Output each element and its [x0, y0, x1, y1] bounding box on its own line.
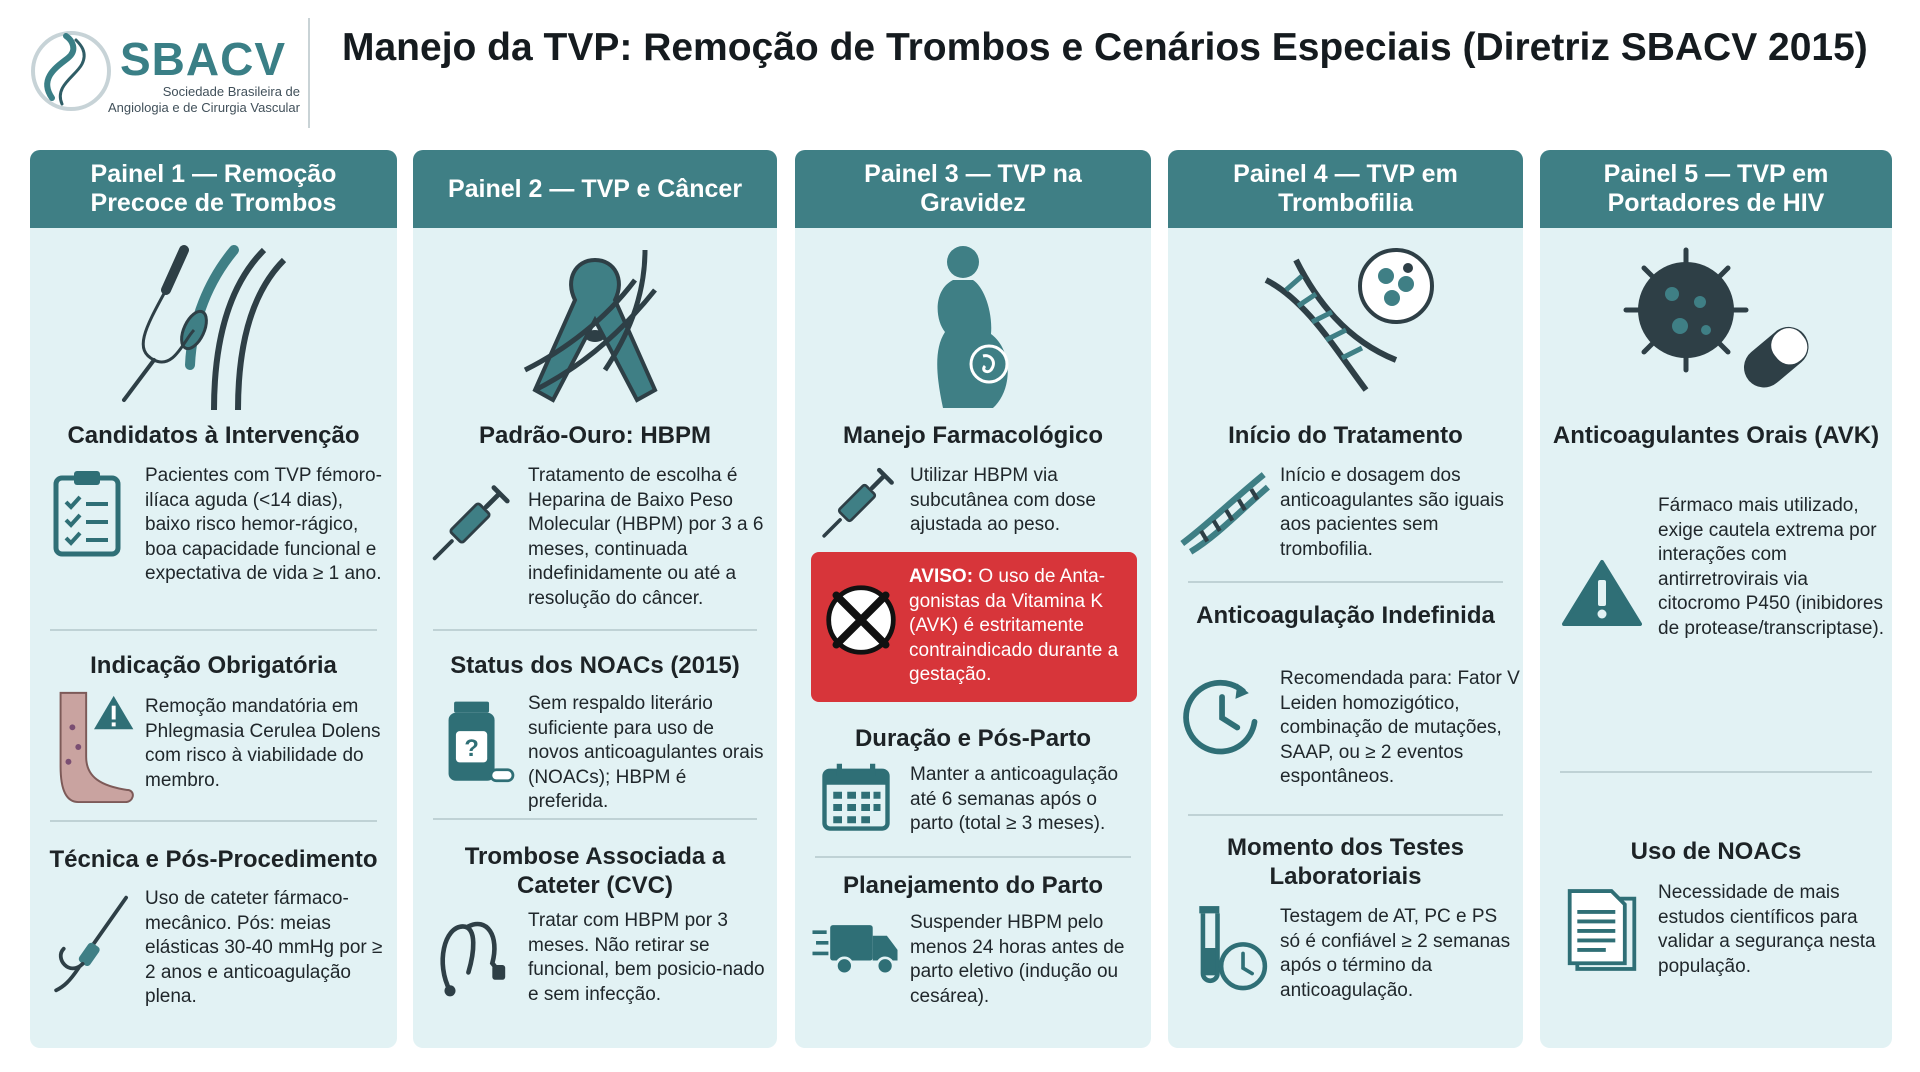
logo-subtitle-line-1: Sociedade Brasileira de — [162, 84, 300, 99]
section-title: Trombose Associada a Cateter (CVC) — [464, 843, 726, 899]
delivery-truck-icon — [812, 925, 898, 976]
section-text: Tratar com HBPM por 3 meses. Não retirar… — [528, 910, 765, 1005]
section-title: Status dos NOACs (2015) — [450, 652, 740, 679]
section-title: Duração e Pós-Parto — [854, 725, 1092, 752]
virus-pill-icon — [1623, 247, 1809, 388]
warning-text: AVISO: O uso de Anta-gonistas da Vitamin… — [909, 565, 1129, 688]
section-text: Remoção mandatória em Phlegmasia Cerulea… — [145, 696, 381, 791]
panel-4-header: Painel 4 — TVP em Trombofilia — [1168, 150, 1523, 228]
warning-label: AVISO: — [909, 566, 974, 587]
cancer-ribbon-icon — [523, 249, 658, 403]
central-catheter-icon — [440, 921, 506, 997]
panel-5: Painel 5 — TVP em Portadores de HIV Anti… — [1540, 150, 1892, 1048]
clipboard-checklist-icon — [53, 471, 121, 557]
logo-subtitle: Sociedade Brasileira de Angiologia e de … — [80, 84, 300, 116]
section-title: Planejamento do Parto — [842, 872, 1104, 899]
section-title: Padrão-Ouro: HBPM — [478, 422, 711, 449]
leg-warning-icon — [59, 691, 134, 804]
section-text: Fármaco mais utilizado, exige cautela ex… — [1658, 495, 1885, 639]
section-title: Início do Tratamento — [1228, 422, 1463, 449]
section-text: Manter a anticoagulação até 6 semanas ap… — [910, 764, 1119, 834]
sbacv-logo: SBACV Sociedade Brasileira de Angiologia… — [28, 22, 300, 122]
section-title: Anticoagulantes Orais (AVK) — [1552, 422, 1880, 449]
section-text: Suspender HBPM pelo menos 24 horas antes… — [910, 912, 1125, 1007]
warning-body: O uso de Anta-gonistas da Vitamina K (AV… — [909, 566, 1119, 685]
section-title: Candidatos à Intervenção — [67, 422, 360, 449]
section-divider — [1188, 581, 1503, 583]
section-text: Tratamento de escolha é Heparina de Baix… — [528, 465, 764, 609]
prohibited-icon — [826, 585, 896, 655]
warning-triangle-icon — [1562, 560, 1642, 626]
section-divider — [1188, 814, 1503, 816]
sbacv-logo-mark-icon — [31, 31, 111, 111]
test-tube-clock-icon — [1199, 906, 1268, 991]
section-text: Necessidade de mais estudos científicos … — [1658, 882, 1876, 977]
section-title: Técnica e Pós-Procedimento — [49, 846, 378, 873]
section-divider — [815, 856, 1131, 858]
syringe-icon — [432, 485, 510, 561]
panel-3: Painel 3 — TVP na Gravidez Manejo Farmac… — [795, 150, 1151, 1048]
panel-4: Painel 4 — TVP em Trombofilia Início do … — [1168, 150, 1523, 1048]
panel-1: Painel 1 — Remoção Precoce de Trombos Ca… — [30, 150, 397, 1048]
section-divider — [1560, 771, 1872, 773]
dna-cells-icon — [1264, 248, 1434, 392]
section-divider — [50, 820, 377, 822]
section-text: Recomendada para: Fator V Leiden homozig… — [1280, 668, 1520, 787]
section-text: Início e dosagem dos anticoagulantes são… — [1280, 465, 1504, 560]
document-icon — [1567, 889, 1637, 971]
section-title: Uso de NOACs — [1630, 838, 1802, 865]
logo-subtitle-line-2: Angiologia e de Cirurgia Vascular — [108, 100, 300, 115]
section-text: Utilizar HBPM via subcutânea com dose aj… — [910, 465, 1096, 535]
clock-refresh-icon — [1183, 679, 1258, 755]
panel-2-header: Painel 2 — TVP e Câncer — [413, 150, 777, 228]
section-divider — [433, 629, 757, 631]
section-title: Indicação Obrigatória — [90, 652, 337, 679]
warning-box: AVISO: O uso de Anta-gonistas da Vitamin… — [811, 552, 1137, 702]
section-title: Manejo Farmacológico — [842, 422, 1104, 449]
svg-text:?: ? — [464, 735, 479, 762]
panel-3-header: Painel 3 — TVP na Gravidez — [795, 150, 1151, 228]
section-divider — [433, 818, 757, 820]
section-divider — [50, 629, 377, 631]
section-text: Testagem de AT, PC e PS só é confiável ≥… — [1280, 906, 1511, 1001]
section-text: Uso de cateter fármaco-mecânico. Pós: me… — [145, 888, 383, 1007]
page-title: Manejo da TVP: Remoção de Trombos e Cená… — [342, 26, 1868, 69]
section-title: Momento dos Testes Laboratoriais — [1227, 834, 1464, 890]
section-text: Sem respaldo literário suficiente para u… — [528, 693, 764, 812]
pill-bottle-question-icon: ? — [448, 701, 515, 783]
syringe-icon — [822, 467, 894, 538]
page-header: SBACV Sociedade Brasileira de Angiologia… — [0, 0, 1920, 140]
pregnant-woman-icon — [937, 246, 1009, 408]
header-divider — [308, 18, 310, 128]
catheter-vein-icon — [121, 245, 286, 410]
dna-icon — [1180, 472, 1270, 555]
catheter-icon — [54, 895, 128, 993]
calendar-icon — [822, 763, 890, 831]
panel-2: Painel 2 — TVP e Câncer Padrão-Ouro: HBP… — [413, 150, 777, 1048]
panel-1-header: Painel 1 — Remoção Precoce de Trombos — [30, 150, 397, 228]
section-title: Anticoagulação Indefinida — [1196, 602, 1495, 629]
section-text: Pacientes com TVP fémoro-ilíaca aguda (<… — [145, 465, 382, 584]
logo-name: SBACV — [120, 33, 287, 85]
panel-5-header: Painel 5 — TVP em Portadores de HIV — [1540, 150, 1892, 228]
